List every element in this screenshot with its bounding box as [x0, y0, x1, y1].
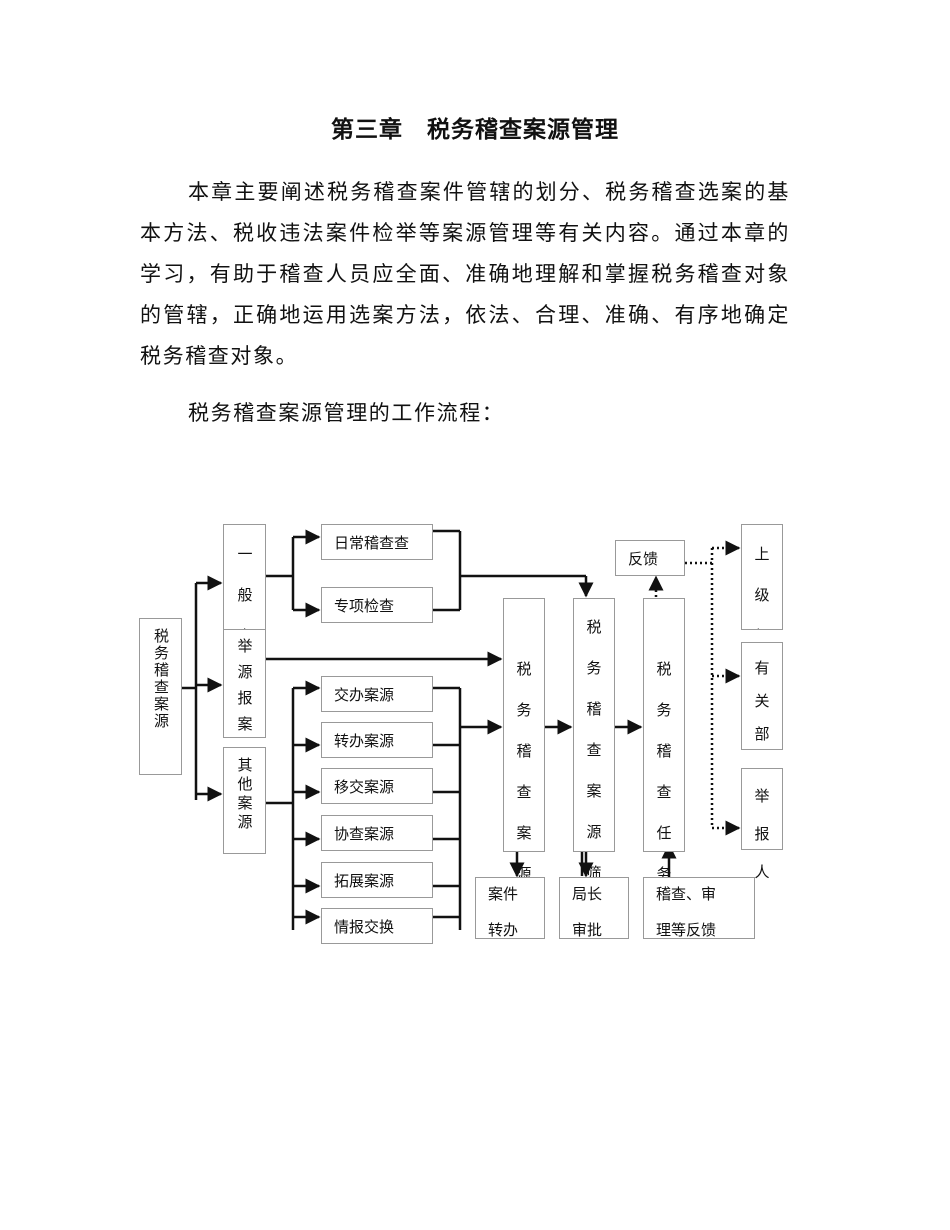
audit-feedback-line1: 稽查、审 [656, 885, 717, 903]
source-label: 移交案源 [334, 777, 395, 796]
feedback-box: 反馈 [615, 540, 685, 576]
whistleblower-label: 举报人 [754, 787, 770, 881]
column-screening-label: 税务稽查案源筛 [586, 618, 602, 882]
source-label: 转办案源 [334, 731, 395, 750]
director-approval-box: 局长 审批 [559, 877, 629, 939]
whistleblower-box: 举报人 [741, 768, 783, 881]
source-box-assigned: 交办案源 [321, 676, 433, 712]
related-department-label: 有关部门 [754, 659, 770, 743]
general-case-box: 一般案 [223, 524, 266, 630]
column-case-source-label: 税务稽查案源 [516, 660, 532, 883]
source-box-intelligence: 情报交换 [321, 908, 433, 944]
source-box-handover: 移交案源 [321, 768, 433, 804]
report-case-box: 举源报案 [223, 629, 266, 738]
column-task-box: 税务稽查任务下 [643, 598, 685, 924]
root-box-label: 税务稽查案源 [153, 627, 169, 730]
source-label: 情报交换 [334, 917, 395, 936]
other-sources-label: 其他案源 [237, 756, 253, 831]
case-transfer-line2: 转办 [488, 921, 519, 939]
other-sources-box: 其他案源 [223, 747, 266, 854]
workflow-intro: 税务稽查案源管理的工作流程： [188, 401, 505, 425]
superior-authority-box: 上级机关 [741, 524, 783, 630]
superior-authority-label: 上级机关 [754, 545, 770, 629]
audit-feedback-line2: 理等反馈 [656, 921, 717, 939]
source-label: 拓展案源 [334, 871, 395, 890]
source-label: 交办案源 [334, 685, 395, 704]
daily-check-box: 日常稽查查 [321, 524, 433, 560]
special-check-box: 专项检查 [321, 587, 433, 623]
source-label: 协查案源 [334, 824, 395, 843]
root-box-tax-audit-source: 税务稽查案源 [139, 618, 182, 775]
audit-feedback-box: 稽查、审 理等反馈 [643, 877, 755, 939]
column-screening-box: 税务稽查案源筛 [573, 598, 615, 882]
feedback-label: 反馈 [628, 549, 659, 568]
source-box-extended: 拓展案源 [321, 862, 433, 898]
related-department-box: 有关部门 [741, 642, 783, 750]
intro-paragraph: 本章主要阐述税务稽查案件管辖的划分、税务稽查选案的基本方法、税收违法案件检举等案… [140, 180, 790, 368]
report-case-label: 举源报案 [237, 637, 253, 733]
special-check-label: 专项检查 [334, 596, 395, 615]
source-box-transferred: 转办案源 [321, 722, 433, 758]
general-case-label: 一般案 [237, 545, 253, 629]
chapter-title: 第三章 税务稽查案源管理 [331, 117, 619, 143]
source-box-cooperative: 协查案源 [321, 815, 433, 851]
case-transfer-box: 案件 转办 [475, 877, 545, 939]
director-approval-line2: 审批 [572, 921, 603, 939]
director-approval-line1: 局长 [572, 885, 603, 903]
column-case-source-box: 税务稽查案源 [503, 598, 545, 883]
daily-check-label: 日常稽查查 [334, 533, 410, 552]
case-transfer-line1: 案件 [488, 885, 519, 903]
